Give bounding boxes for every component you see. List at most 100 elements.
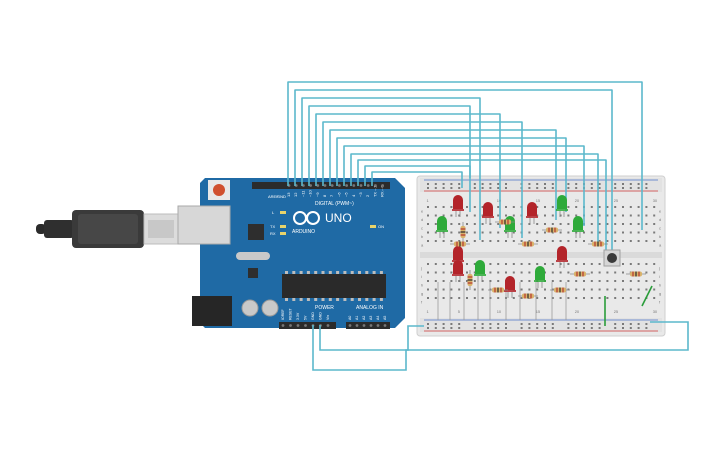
digital-pin[interactable] xyxy=(381,184,384,187)
breadboard-hole[interactable] xyxy=(622,223,624,225)
rail-hole[interactable] xyxy=(481,187,484,189)
breadboard-hole[interactable] xyxy=(473,297,476,299)
rail-hole[interactable] xyxy=(544,327,546,329)
red-led[interactable] xyxy=(482,202,494,224)
breadboard-hole[interactable] xyxy=(536,231,539,234)
pushbutton[interactable] xyxy=(603,249,621,267)
breadboard-hole[interactable] xyxy=(512,263,515,265)
rail-hole[interactable] xyxy=(528,323,531,325)
rail-hole[interactable] xyxy=(622,323,624,325)
breadboard-hole[interactable] xyxy=(551,214,554,217)
breadboard-hole[interactable] xyxy=(598,263,601,265)
breadboard-hole[interactable] xyxy=(653,263,656,265)
rail-hole[interactable] xyxy=(583,323,585,325)
breadboard-hole[interactable] xyxy=(629,223,632,225)
signal-wire[interactable] xyxy=(371,171,463,188)
rail-hole[interactable] xyxy=(442,183,445,185)
breadboard-hole[interactable] xyxy=(559,297,562,299)
breadboard-hole[interactable] xyxy=(536,263,539,265)
breadboard-hole[interactable] xyxy=(622,206,624,208)
rail-hole[interactable] xyxy=(567,323,570,325)
breadboard-hole[interactable] xyxy=(434,240,437,242)
breadboard-hole[interactable] xyxy=(473,271,476,274)
breadboard-hole[interactable] xyxy=(559,271,562,274)
breadboard-hole[interactable] xyxy=(653,240,656,242)
signal-wire[interactable] xyxy=(308,105,471,212)
breadboard-hole[interactable] xyxy=(551,288,554,291)
rail-hole[interactable] xyxy=(458,327,461,329)
breadboard-hole[interactable] xyxy=(536,288,539,291)
breadboard-hole[interactable] xyxy=(598,271,601,274)
green-led[interactable] xyxy=(556,195,568,217)
rail-hole[interactable] xyxy=(551,183,554,185)
breadboard-hole[interactable] xyxy=(473,288,476,291)
breadboard-hole[interactable] xyxy=(598,240,601,242)
rail-hole[interactable] xyxy=(427,183,429,185)
rail-hole[interactable] xyxy=(434,327,437,329)
breadboard-hole[interactable] xyxy=(466,223,468,225)
rail-hole[interactable] xyxy=(598,183,601,185)
red-led[interactable] xyxy=(556,246,568,268)
breadboard-hole[interactable] xyxy=(458,214,461,217)
breadboard-hole[interactable] xyxy=(583,280,585,282)
rail-hole[interactable] xyxy=(528,327,531,329)
breadboard-hole[interactable] xyxy=(614,214,617,217)
breadboard-hole[interactable] xyxy=(629,297,632,299)
breadboard-hole[interactable] xyxy=(505,271,507,274)
red-led[interactable] xyxy=(452,195,464,217)
red-led[interactable] xyxy=(526,202,538,224)
rail-hole[interactable] xyxy=(497,183,500,185)
analog-pin[interactable] xyxy=(369,324,373,327)
breadboard-hole[interactable] xyxy=(466,288,468,291)
breadboard-hole[interactable] xyxy=(473,214,476,217)
rail-hole[interactable] xyxy=(442,323,445,325)
breadboard-hole[interactable] xyxy=(559,263,562,265)
breadboard-hole[interactable] xyxy=(575,214,578,217)
breadboard-hole[interactable] xyxy=(590,240,593,242)
digital-pin[interactable] xyxy=(366,184,370,187)
digital-pin[interactable] xyxy=(309,184,312,187)
rail-hole[interactable] xyxy=(575,323,578,325)
rail-hole[interactable] xyxy=(567,327,570,329)
breadboard-hole[interactable] xyxy=(559,280,562,282)
breadboard-hole[interactable] xyxy=(442,280,445,282)
breadboard-hole[interactable] xyxy=(551,223,554,225)
breadboard-hole[interactable] xyxy=(434,231,437,234)
breadboard-hole[interactable] xyxy=(653,288,656,291)
breadboard-hole[interactable] xyxy=(450,214,453,217)
reset-button[interactable] xyxy=(213,184,225,196)
rail-hole[interactable] xyxy=(575,327,578,329)
breadboard-hole[interactable] xyxy=(637,240,640,242)
breadboard-hole[interactable] xyxy=(505,240,507,242)
power-pin[interactable] xyxy=(296,324,300,327)
breadboard-hole[interactable] xyxy=(512,271,515,274)
breadboard-hole[interactable] xyxy=(458,297,461,299)
breadboard-hole[interactable] xyxy=(450,297,453,299)
rail-hole[interactable] xyxy=(590,187,593,189)
rail-hole[interactable] xyxy=(450,187,453,189)
breadboard-hole[interactable] xyxy=(520,288,523,291)
breadboard-hole[interactable] xyxy=(427,271,429,274)
breadboard-hole[interactable] xyxy=(637,223,640,225)
breadboard-hole[interactable] xyxy=(637,288,640,291)
breadboard-hole[interactable] xyxy=(458,223,461,225)
breadboard-hole[interactable] xyxy=(590,288,593,291)
breadboard-hole[interactable] xyxy=(528,271,531,274)
ground-wire[interactable] xyxy=(312,321,689,371)
breadboard-hole[interactable] xyxy=(450,288,453,291)
breadboard-hole[interactable] xyxy=(497,240,500,242)
rail-hole[interactable] xyxy=(544,187,546,189)
power-pin[interactable] xyxy=(326,324,330,327)
breadboard-hole[interactable] xyxy=(629,280,632,282)
breadboard-hole[interactable] xyxy=(645,206,648,208)
breadboard-hole[interactable] xyxy=(637,263,640,265)
breadboard-hole[interactable] xyxy=(653,214,656,217)
breadboard-hole[interactable] xyxy=(622,231,624,234)
rail-hole[interactable] xyxy=(637,323,640,325)
breadboard-hole[interactable] xyxy=(551,280,554,282)
breadboard-hole[interactable] xyxy=(450,263,453,265)
breadboard-hole[interactable] xyxy=(567,288,570,291)
breadboard-hole[interactable] xyxy=(598,297,601,299)
analog-pin[interactable] xyxy=(383,324,387,327)
breadboard-hole[interactable] xyxy=(606,280,609,282)
